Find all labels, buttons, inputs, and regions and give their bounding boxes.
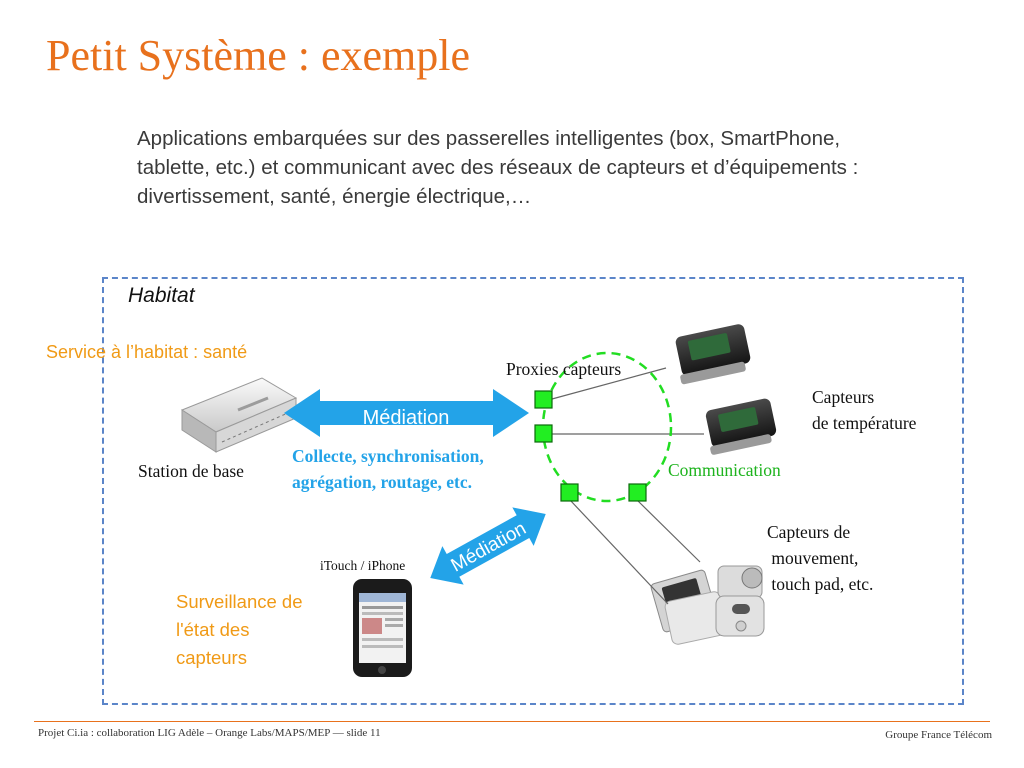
- proxy-link-line: [569, 499, 669, 605]
- proxy-node: [628, 483, 647, 502]
- iphone-icon: [353, 579, 412, 677]
- itouch-label: iTouch / iPhone: [320, 558, 406, 573]
- proxy-link-line: [636, 499, 701, 563]
- slide-title: Petit Système : exemple: [46, 31, 471, 80]
- collecte-label: Collecte, synchronisation, agrégation, r…: [292, 446, 484, 492]
- temperature-sensor-icon: [705, 398, 777, 455]
- motion-sensor-devices-icon: [650, 565, 765, 645]
- footer-left-text: Projet Ci.ia : collaboration LIG Adèle –…: [38, 727, 381, 739]
- motion-sensors-label: Capteurs de mouvement, touch pad, etc.: [767, 522, 874, 594]
- service-label: Service à l’habitat : santé: [46, 342, 248, 362]
- proxies-label: Proxies capteurs: [506, 359, 622, 379]
- habitat-label: Habitat: [128, 284, 195, 307]
- footer-right-text: Groupe France Télécom: [885, 729, 992, 741]
- intro-paragraph: Applications embarquées sur des passerel…: [137, 127, 859, 208]
- temperature-sensor-icon: [675, 324, 751, 385]
- proxy-node: [534, 390, 553, 409]
- mediation-diagonal-arrow: Médiation: [430, 507, 546, 585]
- mediation-label: Médiation: [363, 407, 450, 429]
- surveillance-label: Surveillance de l'état des capteurs: [176, 591, 303, 668]
- temperature-sensors-label: Capteurs de température: [812, 387, 917, 433]
- habitat-frame: [102, 277, 964, 705]
- proxy-link-line: [551, 367, 667, 400]
- proxy-node: [560, 483, 579, 502]
- mediation-arrow: [284, 389, 529, 437]
- proxy-node: [534, 424, 553, 443]
- communication-label: Communication: [668, 460, 781, 480]
- base-station-icon: [180, 377, 298, 453]
- station-label: Station de base: [138, 461, 244, 481]
- footer-divider: [34, 721, 990, 722]
